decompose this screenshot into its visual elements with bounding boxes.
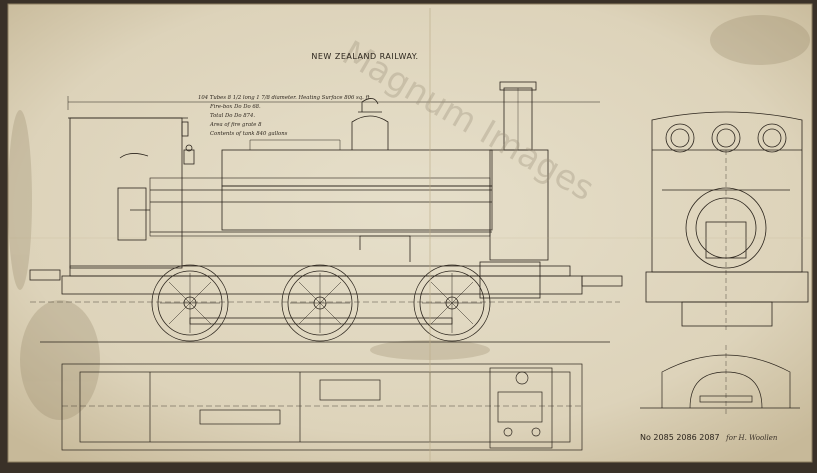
front-elevation	[645, 111, 809, 330]
drawing-title: NEW ZEALAND RAILWAY.	[311, 52, 419, 61]
spec-note: Area of fire grate 8	[210, 122, 262, 128]
side-elevation	[29, 81, 623, 343]
spec-note: Contents of tank 840 gallons	[210, 131, 288, 137]
engine-numbers: No 2085 2086 2087	[640, 433, 720, 442]
steam-dome	[351, 115, 389, 150]
engine-numbers-line: No 2085 2086 2087 for H. Woollen	[640, 433, 777, 442]
spec-note: Total Do Do 874.	[210, 113, 256, 119]
plan-view	[61, 363, 583, 451]
spec-note: Fire-box Do Do 68.	[210, 104, 261, 110]
paper	[8, 4, 812, 462]
rear-section-view	[640, 345, 800, 416]
driving-wheels	[151, 264, 491, 342]
spec-note: 104 Tubes 8 1/2 long 1 7/8 diameter. Hea…	[198, 95, 372, 101]
specification-notes: 104 Tubes 8 1/2 long 1 7/8 diameter. Hea…	[198, 94, 372, 139]
signature: for H. Woollen	[726, 434, 778, 442]
